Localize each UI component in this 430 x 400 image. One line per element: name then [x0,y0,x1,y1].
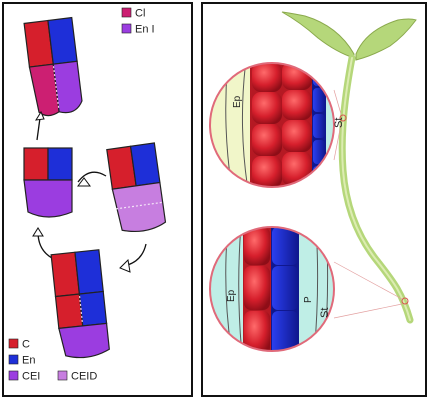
cotyledon-left [281,11,355,59]
legend-top: Cl En I [121,7,155,36]
cell-endodermis [74,249,104,295]
magnified-root: Ep P St [209,226,335,352]
legend-label-en: En [22,355,35,367]
cotyledon-right [355,18,417,61]
arrow-cycle-right [119,243,147,273]
cell-endodermis [129,142,161,187]
cell-group-mid-left [23,147,73,218]
magnify-ring-bottom [209,226,335,352]
legend-bottom: C En CEI CEID [8,338,97,383]
legend-label-eni: En I [135,24,155,36]
seedling [281,11,417,324]
arrow-cycle-top [77,171,107,187]
legend-swatch-en [8,354,19,365]
label-ep-top: Ep [232,95,243,108]
division-plane [78,295,84,324]
cell-endodermis-daughter [78,290,108,327]
label-st-bottom: St [319,308,331,318]
legend-label-ceid: CEID [71,371,97,383]
zoom-marker-hypocotyl [339,114,347,122]
cell-endodermis [47,16,78,65]
legend-swatch-cei [8,370,19,381]
endodermis-cells [271,227,299,351]
cell-cortex-daughter [54,293,84,330]
magnify-ring-top [209,62,335,188]
legend-swatch-eni [121,23,132,34]
label-st-top: St [333,118,345,128]
legend-swatch-cl [121,7,132,18]
arrow-to-top [35,110,45,141]
cortex-cells [243,227,271,351]
magnified-hypocotyl: Ep St [209,62,345,188]
cell-cei [58,322,110,359]
arrow-cycle-left [32,227,53,259]
cortex-cells [252,63,312,187]
legend-label-cl: Cl [135,8,145,20]
legend-swatch-ceid [57,370,68,381]
cell-group-bottom [50,249,110,359]
legend-label-c: C [22,339,30,351]
cell-ceid [111,181,167,233]
zoom-marker-root [401,297,409,305]
cell-en-i [52,60,83,114]
cell-group-top [23,16,83,117]
legend-label-cei: CEI [22,371,40,383]
cell-endodermis [47,147,73,181]
division-plane [52,66,60,110]
legend-swatch-c [8,338,19,349]
cell-group-mid-right [106,142,167,233]
label-p-bottom: P [303,296,314,303]
left-panel: Cl En I [2,2,193,397]
right-panel: Ep St [201,2,427,397]
cell-cortex [23,147,49,181]
label-ep-bottom: Ep [226,289,237,302]
cell-cei [23,179,73,218]
